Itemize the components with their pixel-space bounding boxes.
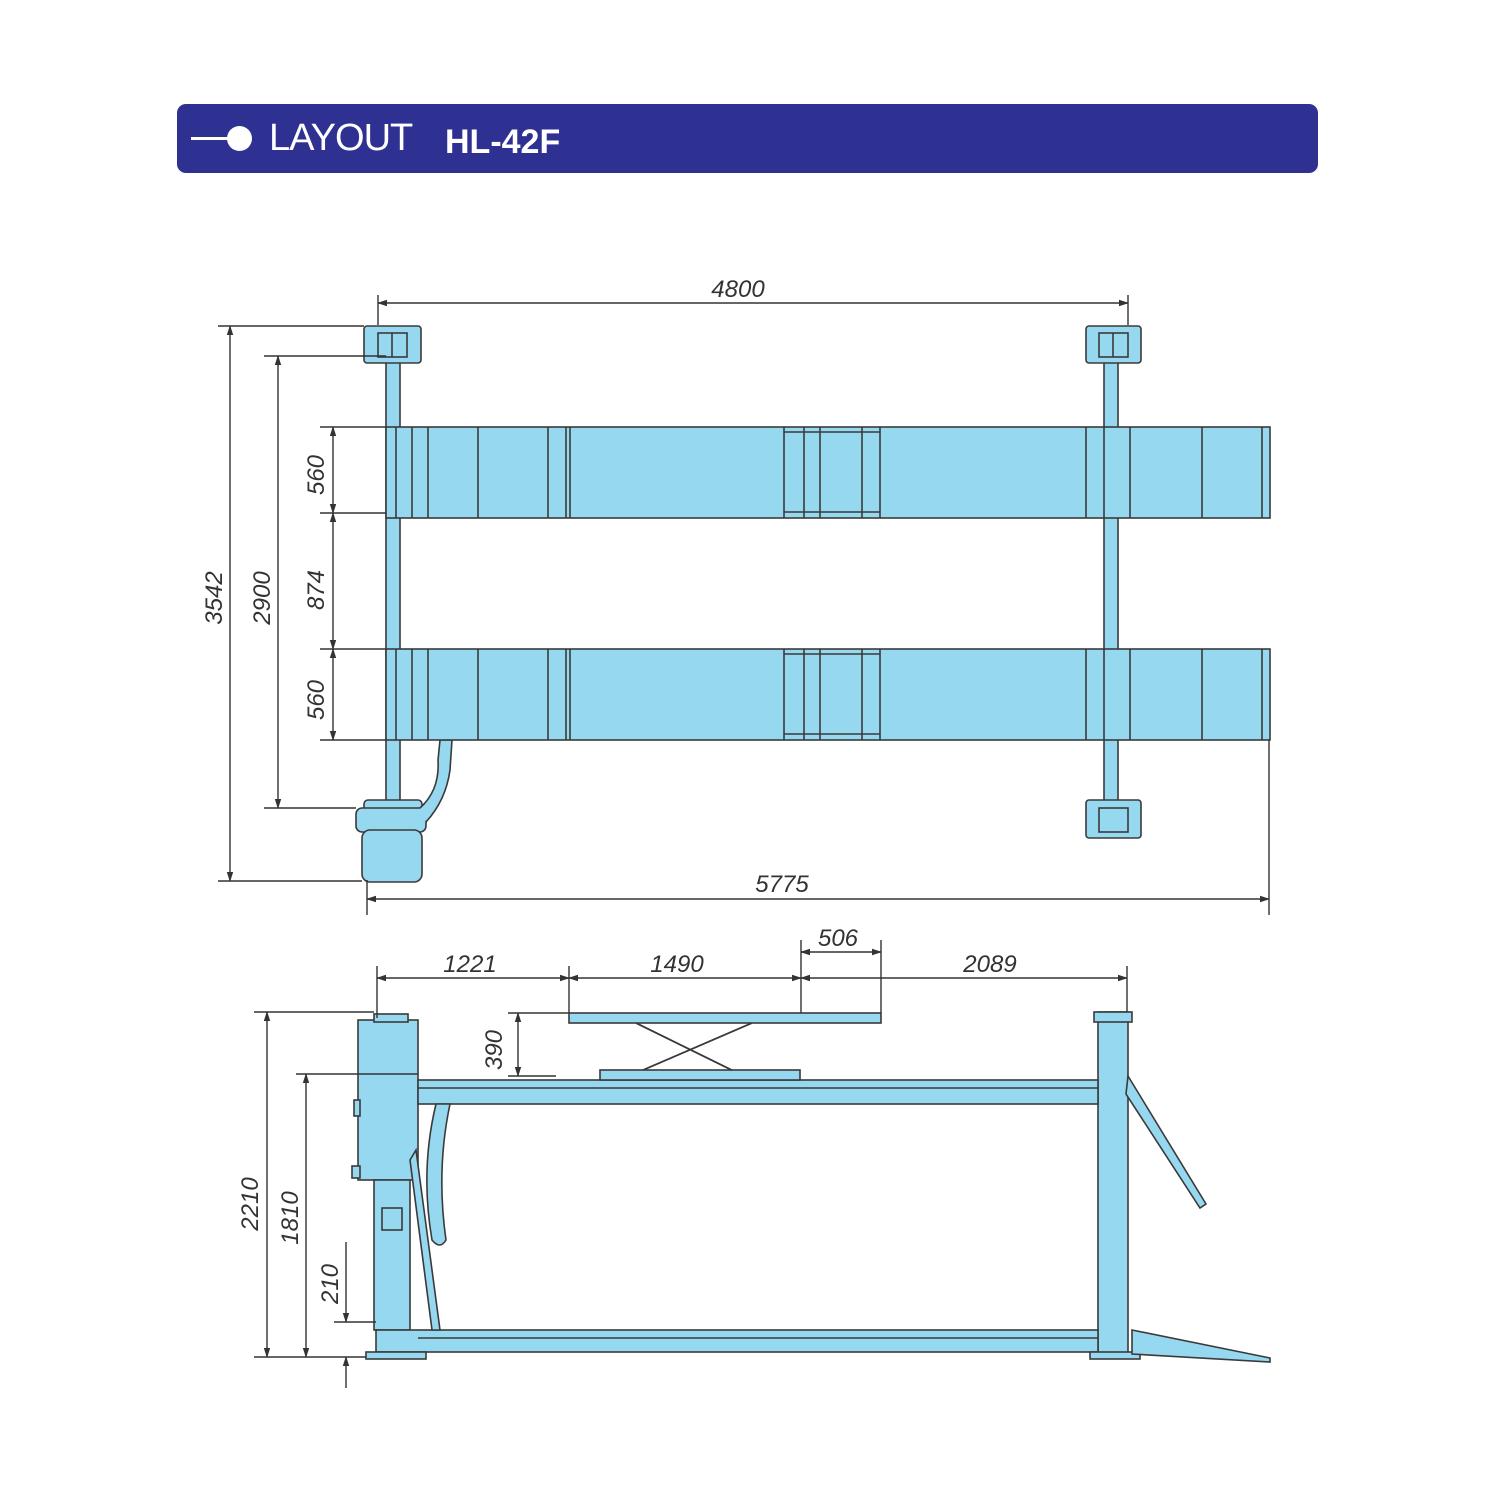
dim-390: 390 (481, 1012, 569, 1077)
dim-2089-label: 2089 (962, 951, 1016, 978)
power-unit-top (355, 739, 453, 883)
base-plate-bottom-right (1085, 799, 1142, 839)
dim-560-bottom-label: 560 (303, 679, 330, 720)
dim-1221-label: 1221 (443, 951, 496, 978)
layout-header-bar: LAYOUT HL-42F (177, 104, 1318, 173)
dim-210-label: 210 (317, 1263, 344, 1305)
side-view: 1221 1490 506 2089 2210 1810 210 390 (237, 925, 1271, 1388)
runway-bottom (385, 648, 1271, 741)
dim-1810-label: 1810 (277, 1191, 304, 1245)
dim-390-label: 390 (481, 1029, 508, 1070)
dim-4800: 4800 (377, 276, 1129, 325)
dim-5775-label: 5775 (755, 871, 809, 898)
dim-2210-label: 2210 (237, 1177, 264, 1232)
header-title: LAYOUT (269, 117, 413, 159)
header-model: HL-42F (445, 123, 561, 161)
side-upper-runway (417, 1079, 1099, 1105)
header-dot-icon (227, 126, 252, 151)
runway-top (385, 426, 1271, 519)
side-lower-ramp (1131, 1329, 1271, 1363)
side-left-post (357, 1019, 419, 1181)
top-view: 4800 5775 3542 2900 (201, 276, 1271, 915)
side-upper-ramp (1125, 1073, 1208, 1210)
side-lower-runway (375, 1329, 1099, 1353)
dim-560-top-label: 560 (303, 454, 330, 495)
dim-2900-label: 2900 (249, 571, 276, 626)
dim-1490-label: 1490 (650, 951, 704, 978)
base-plate-top-right (1085, 325, 1142, 364)
dim-3542: 3542 (201, 325, 364, 882)
dim-874-label: 874 (303, 570, 330, 610)
dim-runway-widths: 560 874 560 (303, 426, 386, 741)
base-plate-top-left (363, 325, 422, 364)
side-right-post (1097, 1011, 1129, 1358)
header-connector-line (191, 137, 231, 140)
dim-3542-label: 3542 (201, 571, 228, 624)
dim-506-label: 506 (818, 925, 859, 952)
side-hydraulic-hose (426, 1103, 451, 1246)
dim-side-vertical: 2210 1810 210 (237, 1011, 418, 1388)
dim-4800-label: 4800 (711, 276, 765, 303)
dim-side-horizontal: 1221 1490 506 2089 (376, 925, 1128, 1018)
dim-2900: 2900 (249, 355, 386, 809)
side-scissor-jack (568, 1012, 882, 1081)
dim-5775: 5775 (366, 740, 1270, 915)
